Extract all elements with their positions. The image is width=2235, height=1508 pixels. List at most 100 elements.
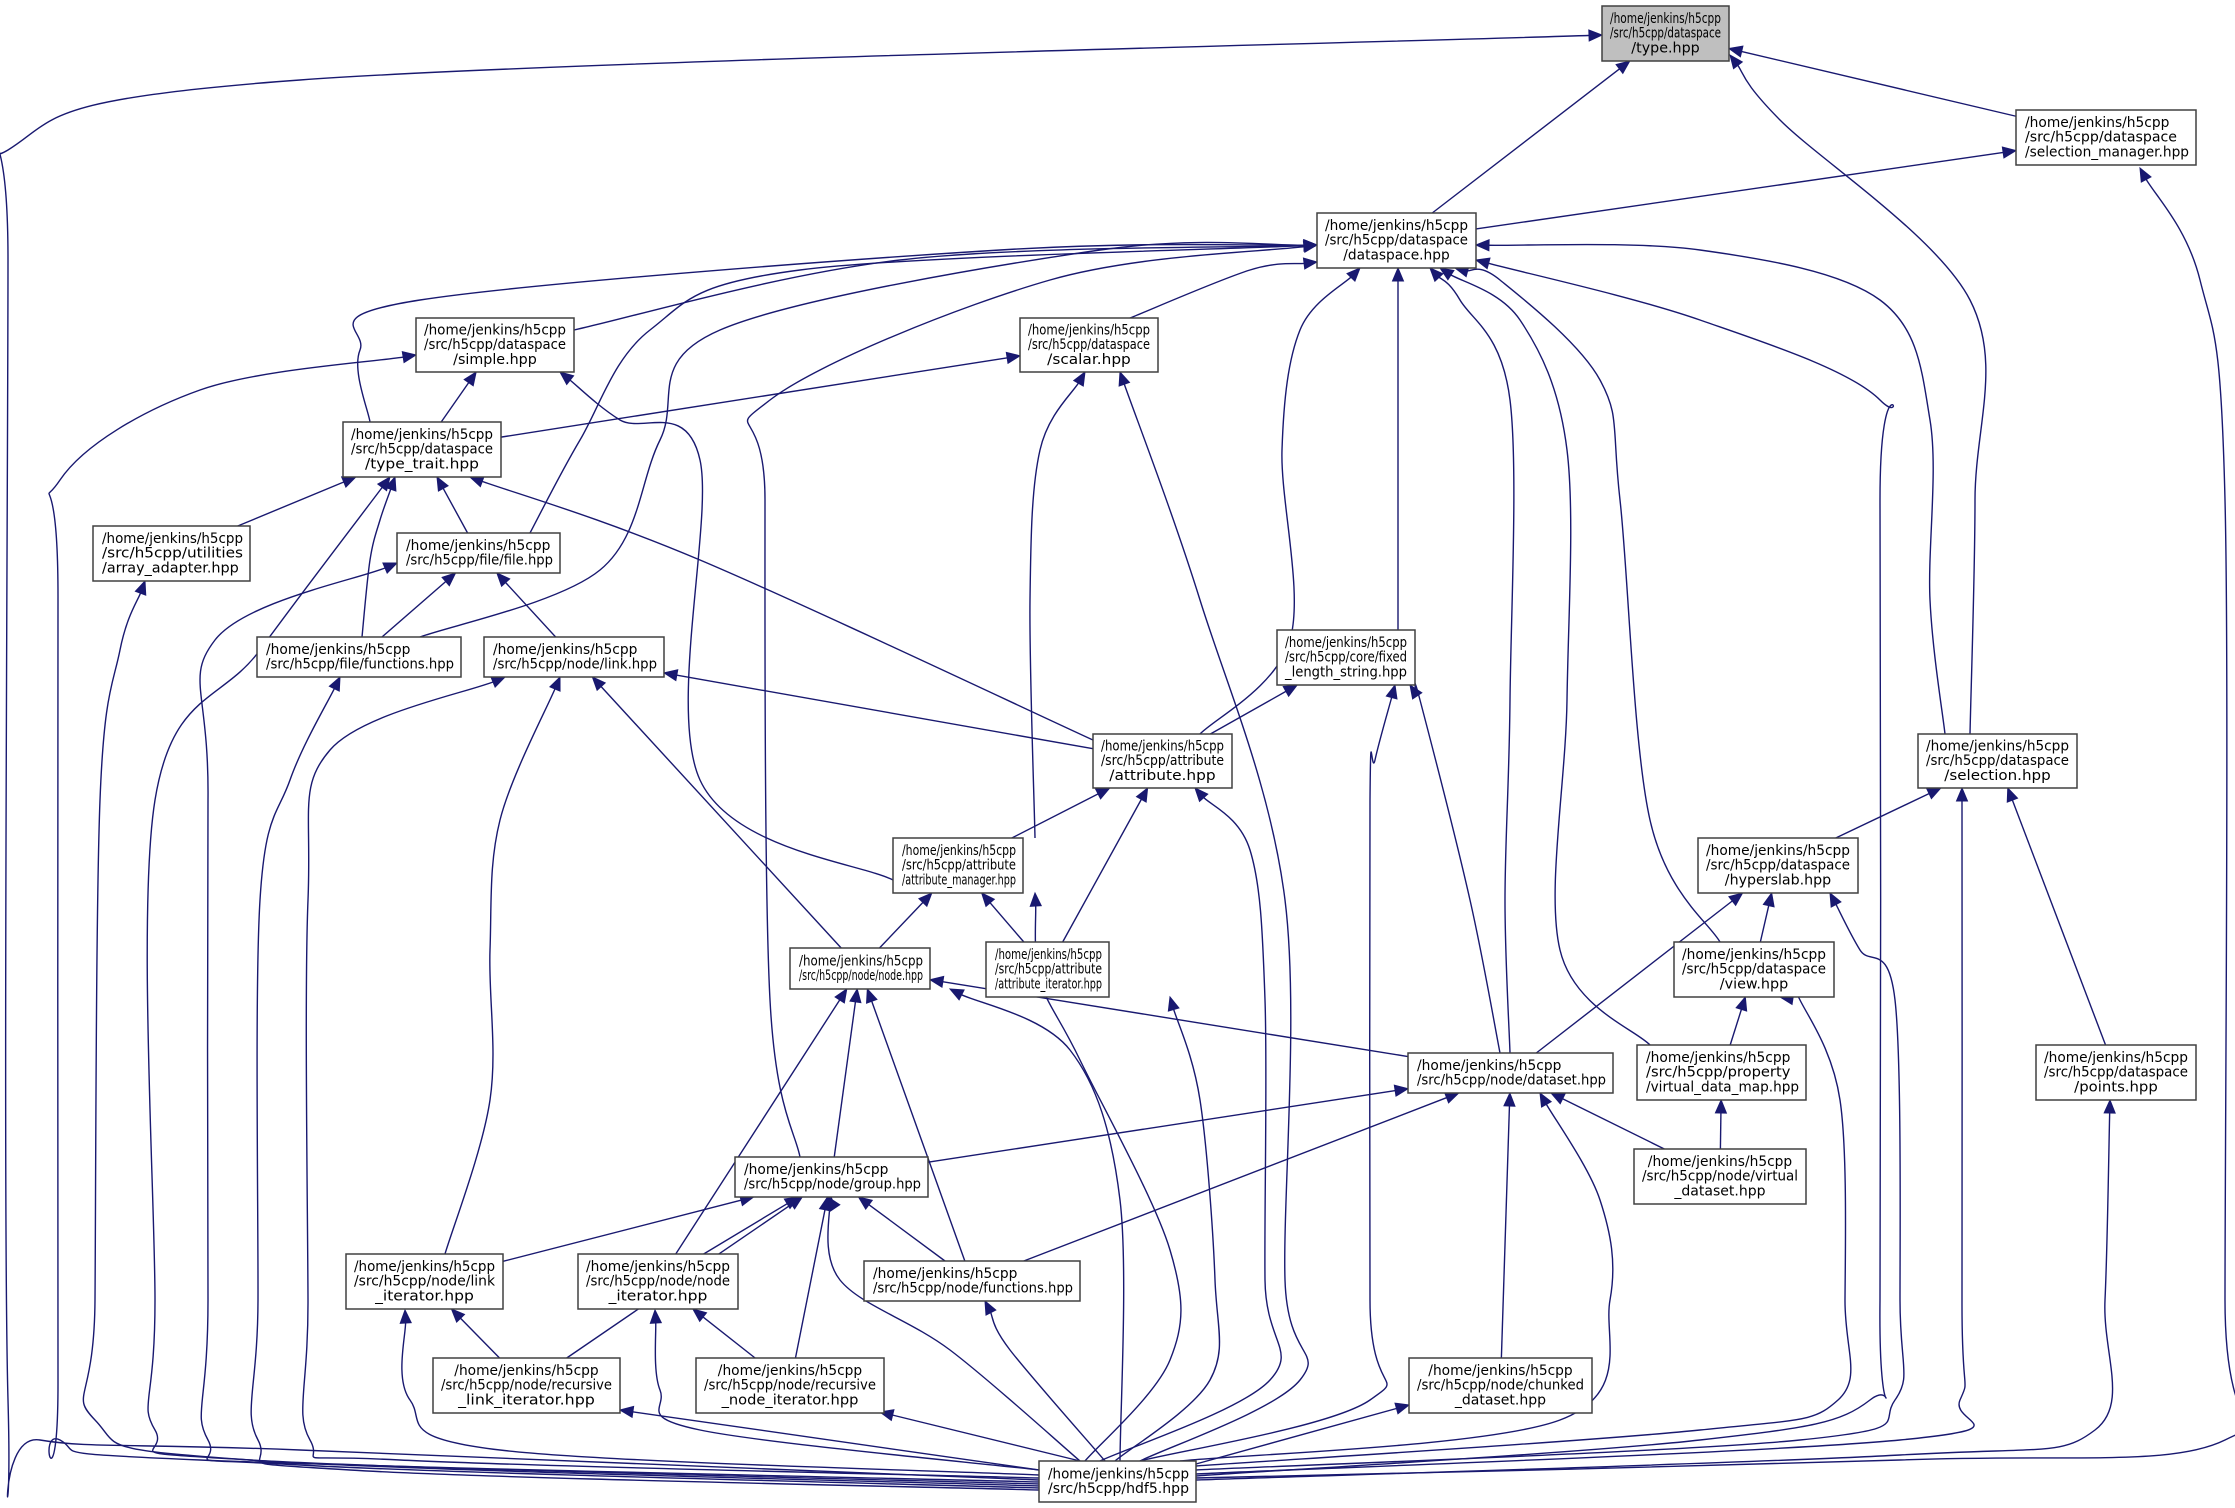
node-label-line: /src/h5cpp/node/dataset.hpp	[1417, 1073, 1606, 1089]
edge-line	[1099, 795, 1282, 1462]
arrowhead-icon	[591, 676, 607, 692]
node-box	[1601, 5, 1730, 62]
node-label-line: /home/jenkins/h5cpp	[1646, 1050, 1791, 1066]
node-label-line: /virtual_data_map.hpp	[1646, 1079, 1799, 1095]
edge-file-to-dataspace	[529, 239, 1319, 534]
node-file[interactable]: /home/jenkins/h5cpp/src/h5cpp/file/file.…	[396, 532, 561, 574]
edge-virtual-dataset-to-virtual-data-map	[1714, 1098, 1728, 1150]
node-link-iterator[interactable]: /home/jenkins/h5cpp/src/h5cpp/node/link_…	[345, 1253, 504, 1310]
edge-line	[1122, 382, 1309, 1462]
edge-attribute-to-fixed-length-string	[1210, 684, 1299, 735]
edge-line	[1179, 1102, 1614, 1462]
edge-hdf5-to-node-functions	[984, 1299, 1106, 1462]
node-chunked-dataset[interactable]: /home/jenkins/h5cpp/src/h5cpp/node/chunk…	[1408, 1357, 1593, 1414]
node-label-line: _dataset.hpp	[1454, 1392, 1546, 1408]
node-label-line: /src/h5cpp/dataspace	[1028, 337, 1150, 353]
node-box	[1276, 629, 1416, 686]
edge-view-to-dataspace	[1453, 265, 1721, 943]
arrowhead-icon	[980, 892, 996, 908]
edge-hdf5-to-selection	[1195, 786, 1975, 1475]
edge-line	[502, 1199, 744, 1263]
edge-attribute-to-type-trait	[468, 475, 1094, 741]
node-points[interactable]: /home/jenkins/h5cpp/src/h5cpp/dataspace/…	[2035, 1044, 2197, 1101]
node-label-line: /src/h5cpp/node/group.hpp	[744, 1177, 921, 1193]
arrowhead-icon	[1094, 787, 1111, 800]
edge-line	[746, 245, 1307, 1158]
node-attribute-iterator[interactable]: /home/jenkins/h5cpp/src/h5cpp/attribute/…	[985, 941, 1110, 998]
edge-hdf5-to-chunked-dataset	[1195, 1402, 1411, 1465]
edge-line	[866, 1202, 946, 1262]
edge-link-iterator-to-link	[444, 675, 561, 1255]
arrowhead-icon	[490, 676, 507, 688]
arrowhead-icon	[1474, 257, 1491, 270]
node-label-line: /home/jenkins/h5cpp	[1610, 11, 1721, 27]
node-file-functions[interactable]: /home/jenkins/h5cpp/src/h5cpp/file/funct…	[256, 636, 462, 678]
node-type-trait[interactable]: /home/jenkins/h5cpp/src/h5cpp/dataspace/…	[342, 421, 502, 478]
arrowhead-icon	[917, 892, 933, 908]
edge-line	[890, 1413, 1081, 1462]
edge-line	[2011, 798, 2107, 1046]
node-label-line: /selection_manager.hpp	[2025, 144, 2189, 160]
edge-line	[441, 486, 469, 534]
arrowhead-icon	[463, 370, 477, 387]
edge-hdf5-to-attribute-iterator	[1114, 995, 1221, 1462]
node-box	[92, 525, 251, 582]
node-label-line: /home/jenkins/h5cpp	[1101, 739, 1224, 755]
edge-line	[381, 579, 448, 638]
node-box	[2035, 1044, 2197, 1101]
node-label-line: _link_iterator.hpp	[457, 1392, 595, 1408]
edge-line	[989, 1310, 1106, 1462]
node-node-iterator[interactable]: /home/jenkins/h5cpp/src/h5cpp/node/node_…	[577, 1253, 739, 1310]
node-dataspace[interactable]: /home/jenkins/h5cpp/src/h5cpp/dataspace/…	[1316, 212, 1477, 269]
node-label-line: /home/jenkins/h5cpp	[1648, 1154, 1793, 1170]
node-scalar[interactable]: /home/jenkins/h5cpp/src/h5cpp/dataspace/…	[1019, 317, 1159, 373]
edge-line	[1139, 695, 1393, 1462]
node-hyperslab[interactable]: /home/jenkins/h5cpp/src/h5cpp/dataspace/…	[1697, 837, 1859, 894]
arrowhead-icon	[1438, 267, 1455, 281]
node-virtual-dataset[interactable]: /home/jenkins/h5cpp/src/h5cpp/node/virtu…	[1633, 1148, 1807, 1205]
node-label-line: /src/h5cpp/dataspace	[351, 442, 493, 458]
arrowhead-icon	[436, 475, 449, 492]
node-label-line: /scalar.hpp	[1047, 352, 1131, 368]
node-recursive-node-iterator[interactable]: /home/jenkins/h5cpp/src/h5cpp/node/recur…	[695, 1357, 885, 1414]
edge-node-functions-to-node	[866, 987, 966, 1262]
node-simple[interactable]: /home/jenkins/h5cpp/src/h5cpp/dataspace/…	[415, 317, 575, 373]
node-label-line: /src/h5cpp/utilities	[102, 546, 243, 562]
node-label-line: /src/h5cpp/node/recursive	[441, 1378, 612, 1394]
node-box	[734, 1156, 929, 1198]
edge-line	[500, 356, 1010, 438]
node-selection-manager[interactable]: /home/jenkins/h5cpp/src/h5cpp/dataspace/…	[2015, 109, 2197, 166]
node-view[interactable]: /home/jenkins/h5cpp/src/h5cpp/dataspace/…	[1673, 941, 1835, 998]
edge-hdf5-to-file-functions	[250, 675, 1040, 1491]
node-virtual-data-map[interactable]: /home/jenkins/h5cpp/src/h5cpp/property/v…	[1636, 1044, 1807, 1101]
node-selection[interactable]: /home/jenkins/h5cpp/src/h5cpp/dataspace/…	[1917, 733, 2078, 789]
node-dataset[interactable]: /home/jenkins/h5cpp/src/h5cpp/node/datas…	[1407, 1052, 1614, 1094]
edge-node-functions-to-group	[857, 1196, 946, 1262]
node-hdf5[interactable]: /home/jenkins/h5cpp/src/h5cpp/hdf5.hpp	[1038, 1460, 1197, 1503]
node-attribute[interactable]: /home/jenkins/h5cpp/src/h5cpp/attribute/…	[1092, 733, 1233, 789]
edge-line	[1535, 899, 1735, 1054]
node-attribute-manager[interactable]: /home/jenkins/h5cpp/src/h5cpp/attribute/…	[892, 837, 1024, 894]
arrowhead-icon	[928, 975, 945, 989]
edge-hdf5-to-type	[0, 29, 1604, 1498]
edge-line	[1736, 63, 1987, 735]
node-node[interactable]: /home/jenkins/h5cpp/src/h5cpp/node/node.…	[789, 947, 931, 990]
node-fixed-length-string[interactable]: /home/jenkins/h5cpp/src/h5cpp/core/fixed…	[1276, 629, 1416, 686]
node-label-line: /home/jenkins/h5cpp	[1428, 1363, 1573, 1379]
arrowhead-icon	[399, 1308, 412, 1324]
node-type[interactable]: /home/jenkins/h5cpp/src/h5cpp/dataspace/…	[1601, 5, 1730, 62]
edge-attribute-manager-to-attribute	[1011, 787, 1111, 839]
node-label-line: /hyperslab.hpp	[1725, 872, 1832, 888]
node-link[interactable]: /home/jenkins/h5cpp/src/h5cpp/node/link.…	[483, 636, 665, 678]
node-node-functions[interactable]: /home/jenkins/h5cpp/src/h5cpp/node/funct…	[863, 1260, 1081, 1302]
node-group[interactable]: /home/jenkins/h5cpp/src/h5cpp/node/group…	[734, 1156, 929, 1198]
node-label-line: /home/jenkins/h5cpp	[1682, 947, 1826, 963]
arrowhead-icon	[866, 987, 878, 1004]
node-label-line: /src/h5cpp/dataspace	[2044, 1065, 2188, 1081]
node-recursive-link-iterator[interactable]: /home/jenkins/h5cpp/src/h5cpp/node/recur…	[432, 1357, 621, 1414]
arrowhead-icon	[618, 1405, 635, 1419]
node-array-adapter[interactable]: /home/jenkins/h5cpp/src/h5cpp/utilities/…	[92, 525, 251, 582]
edge-attribute-to-link	[662, 669, 1094, 750]
node-label-line: /home/jenkins/h5cpp	[266, 642, 411, 658]
edge-selection-to-type	[1729, 53, 1987, 735]
